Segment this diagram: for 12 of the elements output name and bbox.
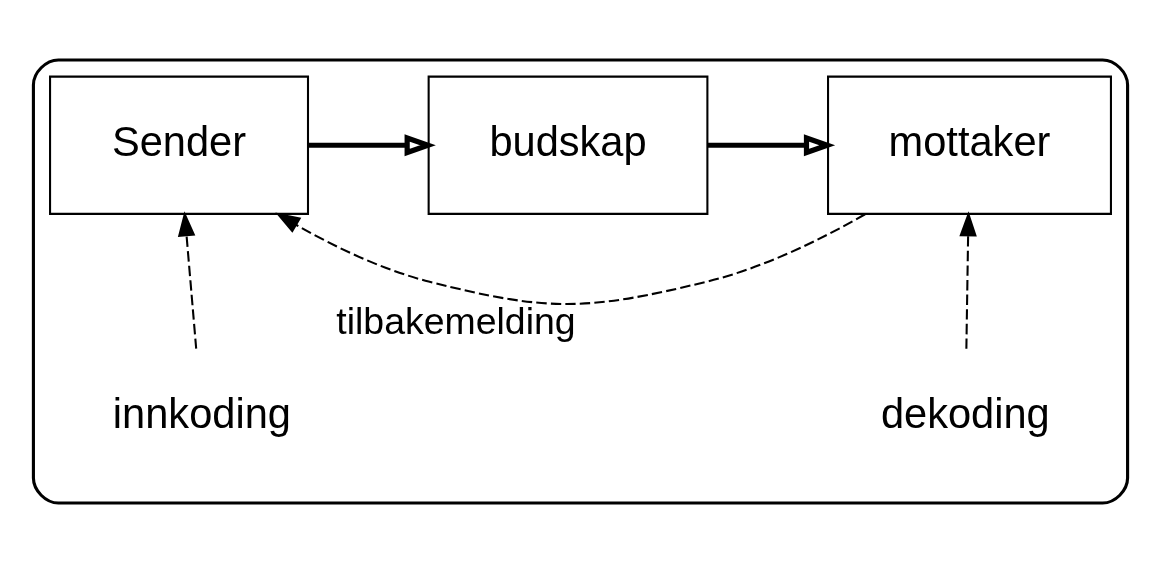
node-box: budskap bbox=[427, 75, 709, 215]
node-box: Sender bbox=[49, 75, 310, 215]
node-text: innkoding bbox=[112, 389, 291, 437]
arrow bbox=[275, 212, 866, 305]
node-text: dekoding bbox=[880, 389, 1050, 437]
arrow bbox=[177, 210, 198, 349]
arrow bbox=[308, 133, 436, 156]
arrow bbox=[707, 133, 836, 156]
edge-label: tilbakemelding bbox=[336, 299, 576, 342]
cluster bbox=[31, 57, 1130, 505]
arrow bbox=[959, 210, 977, 349]
node-box: mottaker bbox=[827, 75, 1112, 215]
